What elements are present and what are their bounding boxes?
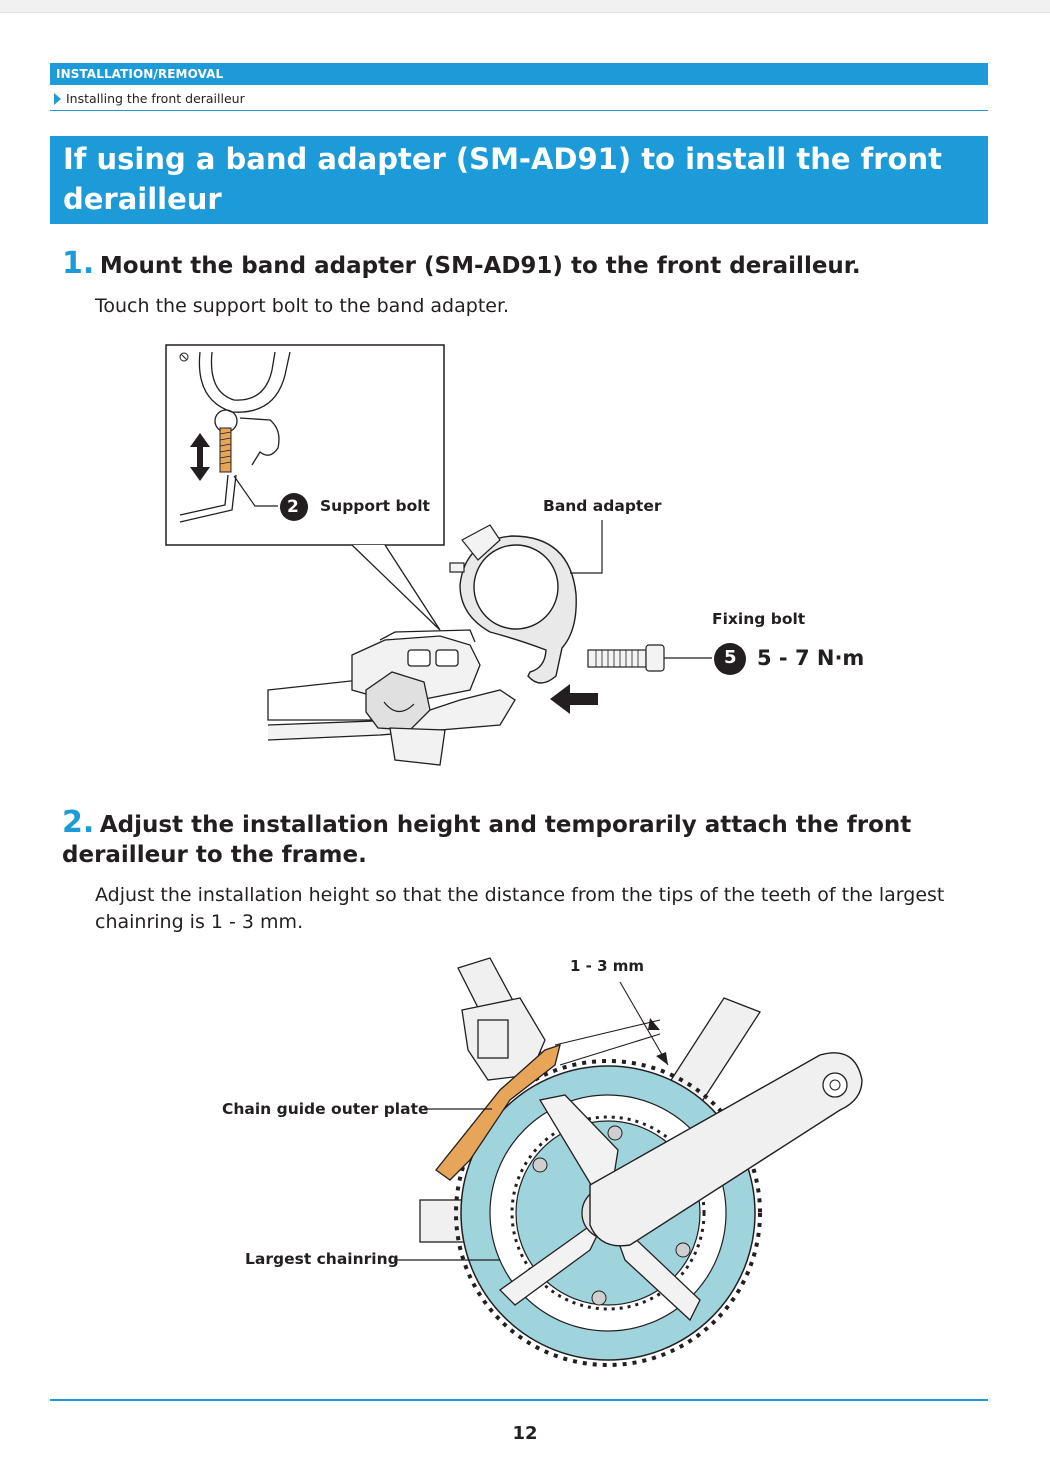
inset-adapter-drawing [179,351,291,523]
chain-guide-outer-plate [435,1044,561,1181]
crank-arm [589,1052,863,1247]
support-bolt-inset-box [165,344,445,546]
section-header-text: INSTALLATION/REMOVAL [56,67,224,81]
breadcrumb: Installing the front derailleur [50,88,988,111]
step-1-text: Mount the band adapter (SM-AD91) to the … [99,253,861,279]
step-2-heading: 2. Adjust the installation height and te… [62,808,942,871]
footer-divider [50,1399,988,1401]
step-2-text: Adjust the installation height and tempo… [62,812,912,868]
step-1-heading: 1. Mount the band adapter (SM-AD91) to t… [62,246,861,281]
page-top-edge [0,0,1050,13]
up-down-arrow-icon [190,433,210,481]
step-1-description: Touch the support bolt to the band adapt… [95,295,510,317]
front-derailleur-drawing [267,629,516,766]
step-2-number: 2. [62,805,95,840]
gap-label: 1 - 3 mm [570,957,645,975]
step-1-number: 1. [62,246,95,281]
step-2-description: Adjust the installation height so that t… [95,884,945,933]
chainring-label: Largest chainring [245,1250,399,1268]
support-bolt-thread [219,427,232,473]
page-number: 12 [512,1423,538,1444]
fixing-bolt-label: Fixing bolt [712,610,806,628]
section-header-bar: INSTALLATION/REMOVAL [50,63,988,85]
page-title: If using a band adapter (SM-AD91) to ins… [63,142,942,216]
chain-guide-label: Chain guide outer plate [222,1100,429,1118]
largest-chainring [460,1065,756,1361]
derailleur-on-frame [461,997,546,1081]
torque-value: 5 - 7 N·m [757,646,865,670]
fixing-bolt-badge: 5 [724,647,737,668]
support-bolt-label: Support bolt [320,497,430,515]
breadcrumb-text: Installing the front derailleur [66,91,245,106]
breadcrumb-arrow-icon [54,93,61,105]
gap-dimension-lines [554,981,669,1066]
crank-spider [498,1094,716,1322]
insert-arrow-icon [550,684,598,714]
page-title-box: If using a band adapter (SM-AD91) to ins… [50,136,988,224]
bike-frame-drawing [419,957,761,1243]
band-adapter-label: Band adapter [543,497,662,515]
support-bolt-badge: 2 [287,497,299,517]
fixing-bolt-drawing [587,644,665,672]
band-adapter-drawing [459,535,577,684]
inner-chainring [515,1120,701,1306]
